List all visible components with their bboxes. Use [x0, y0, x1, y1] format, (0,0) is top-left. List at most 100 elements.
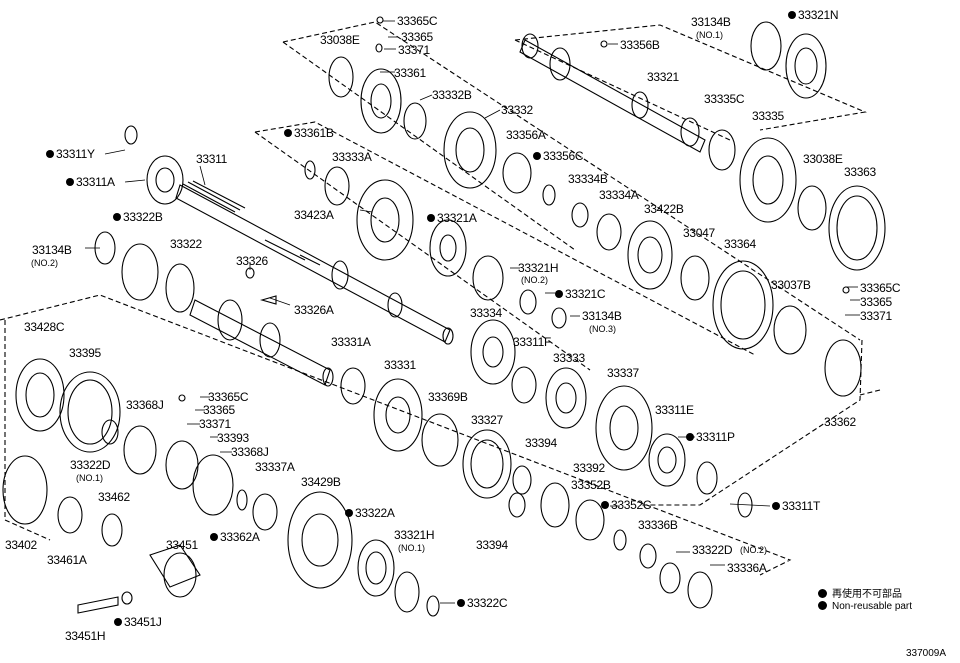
part-label: 33363 — [844, 165, 876, 179]
part-label: 33311 — [196, 152, 227, 166]
part-label: 33336A — [727, 561, 767, 575]
part-label: 33311F — [513, 335, 552, 349]
part-label: 33361 — [394, 66, 426, 80]
part-label-non-reusable: 33311P — [686, 431, 735, 443]
part-label-non-reusable: 33321A — [427, 212, 477, 224]
part-label: 33422B — [644, 202, 684, 216]
part-label: 33369B — [428, 390, 468, 404]
group-outlines — [0, 21, 881, 576]
part-label: 33423A — [294, 208, 334, 222]
part-label: 33038E — [320, 33, 360, 47]
part-label: 33451 — [166, 538, 198, 552]
part-label: 33038E — [803, 152, 843, 166]
part-label: 33429B — [301, 475, 341, 489]
part-label: 33337 — [607, 366, 639, 380]
part-label-non-reusable: 33311Y — [46, 148, 95, 160]
part-label: 33368J — [231, 445, 269, 459]
part-label-non-reusable: 33356C — [533, 150, 584, 162]
figure-code: 337009A — [906, 648, 947, 659]
part-label-non-reusable: 33321C — [555, 288, 606, 300]
part-label: 33394 — [525, 436, 557, 450]
part-label: 33134B — [582, 309, 622, 323]
part-label-non-reusable: 33311A — [66, 176, 115, 188]
part-label: 33365C — [397, 14, 438, 28]
part-label-non-reusable: 33322A — [345, 507, 395, 519]
part-sublabel: (NO.2) — [521, 275, 548, 285]
part-label: 33364 — [724, 237, 756, 251]
part-sublabel: (NO.1) — [76, 473, 103, 483]
part-label: 33322D — [70, 458, 111, 472]
part-label: 33321H — [394, 528, 435, 542]
part-label: 33326A — [294, 303, 334, 317]
part-label: 33335C — [704, 92, 745, 106]
part-label: 33402 — [5, 538, 37, 552]
legend-non-reusable-jp: 再使用不可部品 — [818, 585, 902, 600]
part-label: 33365C — [860, 281, 901, 295]
part-label: 33047 — [683, 226, 715, 240]
part-label: 33461A — [47, 553, 87, 567]
part-label: 33356B — [620, 38, 660, 52]
part-label: 33365 — [860, 295, 892, 309]
part-sublabel: (NO.1) — [398, 543, 425, 553]
part-label: 33327 — [471, 413, 503, 427]
main-shaft-33321 — [519, 33, 706, 153]
part-label: 33321H — [518, 261, 559, 275]
part-label: 33393 — [217, 431, 249, 445]
part-label: 33322D — [692, 543, 733, 557]
part-label: 33365 — [203, 403, 235, 417]
part-sublabel: (NO.2) — [31, 258, 58, 268]
part-label-non-reusable: 33352C — [601, 499, 652, 511]
bullet-icon — [818, 601, 827, 610]
part-label: 33332B — [432, 88, 472, 102]
part-label-non-reusable: 33361B — [284, 127, 334, 139]
part-label: 33134B — [32, 243, 72, 257]
legend-jp-text: 再使用不可部品 — [832, 589, 902, 600]
part-label-non-reusable: 33322B — [113, 211, 163, 223]
part-label: 33321 — [647, 70, 679, 84]
part-label-non-reusable: 33362A — [210, 531, 260, 543]
part-label: 33362 — [824, 415, 856, 429]
part-label-non-reusable: 33451J — [114, 616, 162, 628]
part-label: 33368J — [126, 398, 164, 412]
part-label: 33334A — [599, 188, 639, 202]
part-label: 33134B — [691, 15, 731, 29]
legend-en-text: Non-reusable part — [832, 601, 913, 612]
gear-parts — [2, 16, 886, 617]
part-label: 33326 — [236, 254, 268, 268]
part-label: 33451H — [65, 629, 106, 643]
input-shaft-33311 — [175, 180, 454, 345]
part-label: 33335 — [752, 109, 784, 123]
part-label: 33371 — [199, 417, 231, 431]
part-label-non-reusable: 33321N — [788, 9, 839, 21]
part-label: 33394 — [476, 538, 508, 552]
part-label: 33332 — [501, 103, 533, 117]
part-sublabel: (NO.2) — [740, 545, 767, 555]
part-label: 33356A — [506, 128, 546, 142]
part-label: 33333A — [332, 150, 372, 164]
part-label: 33334B — [568, 172, 608, 186]
part-label: 33331 — [384, 358, 416, 372]
part-label: 33371 — [398, 43, 430, 57]
part-label: 33352B — [571, 478, 611, 492]
part-label: 33331A — [331, 335, 371, 349]
part-label: 33333 — [553, 351, 585, 365]
bullet-icon — [818, 589, 827, 598]
part-label-non-reusable: 33322C — [457, 597, 508, 609]
part-label: 33334 — [470, 306, 502, 320]
part-label: 33462 — [98, 490, 130, 504]
part-label-non-reusable: 33311T — [772, 500, 820, 512]
part-sublabel: (NO.1) — [696, 30, 723, 40]
part-label: 33392 — [573, 461, 605, 475]
part-label: 33337A — [255, 460, 295, 474]
legend-non-reusable-en: Non-reusable part — [818, 601, 912, 612]
part-label: 33322 — [170, 237, 202, 251]
part-label: 33311E — [655, 403, 694, 417]
part-sublabel: (NO.3) — [589, 324, 616, 334]
part-label: 33037B — [771, 278, 811, 292]
part-label: 33336B — [638, 518, 678, 532]
part-label: 33395 — [69, 346, 101, 360]
part-label: 33371 — [860, 309, 892, 323]
part-label: 33428C — [24, 320, 65, 334]
